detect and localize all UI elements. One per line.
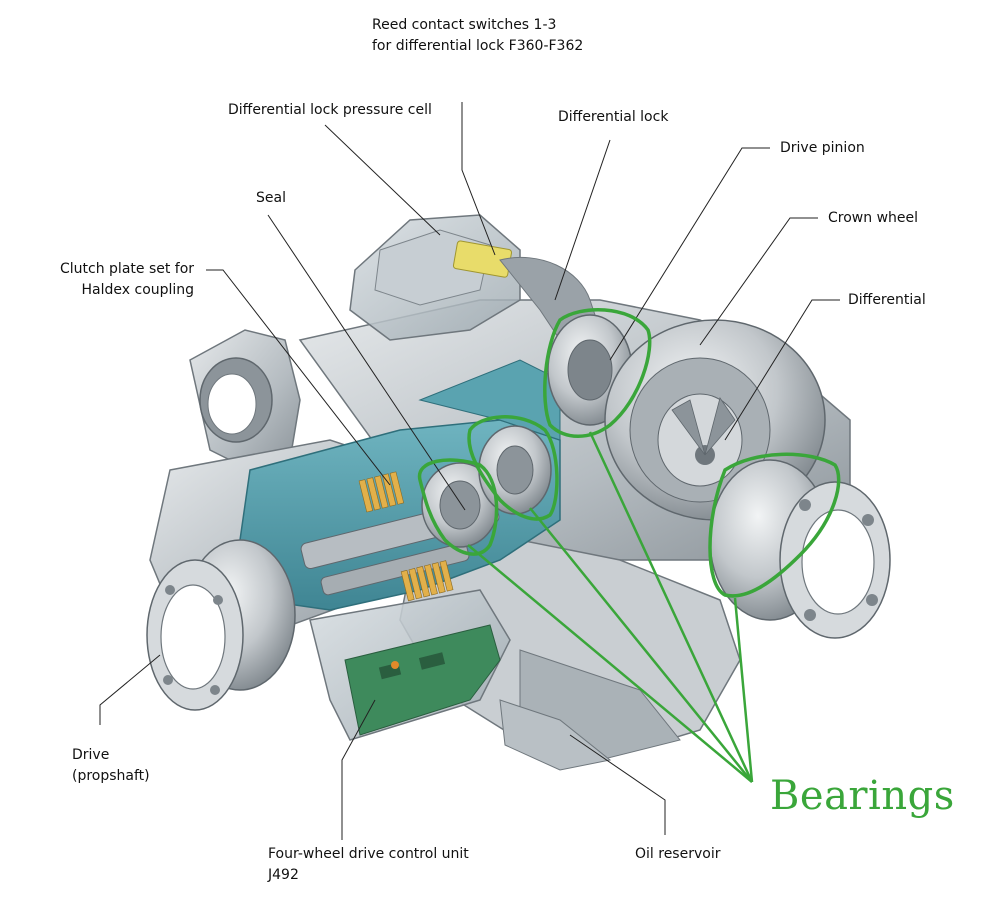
control-unit-pcb: [309, 589, 511, 741]
label-reed-contact-switches: Reed contact switches 1-3 for differenti…: [372, 17, 584, 54]
bearing-outline-2: [467, 415, 559, 521]
propshaft-flange: [146, 539, 296, 711]
label-seal: Seal: [256, 190, 286, 206]
label-control-unit: Four-wheel drive control unit J492: [268, 846, 469, 883]
label-pressure-cell: Differential lock pressure cell: [228, 102, 432, 118]
bearing-highlights: [417, 308, 841, 783]
clutch-plate-stack: [358, 471, 454, 602]
bearing-outline-3: [543, 308, 652, 438]
output-flange: [709, 459, 891, 639]
label-clutch-plate-set: Clutch plate set for Haldex coupling: [60, 261, 195, 298]
leader-lines: [99, 102, 840, 840]
label-oil-reservoir: Oil reservoir: [635, 846, 721, 862]
oil-reservoir-body: [499, 699, 612, 771]
label-differential: Differential: [848, 292, 926, 308]
bearing-outline-1: [417, 458, 499, 556]
bearing-outline-4: [708, 452, 841, 598]
label-drive-propshaft: Drive (propshaft): [72, 747, 150, 784]
label-differential-lock: Differential lock: [558, 109, 669, 125]
label-bearings: Bearings: [770, 773, 955, 819]
label-crown-wheel: Crown wheel: [828, 210, 919, 226]
label-drive-pinion: Drive pinion: [780, 140, 865, 156]
pressure-cell-unit: [349, 214, 601, 341]
bearing-pointer-lines: [467, 431, 754, 783]
